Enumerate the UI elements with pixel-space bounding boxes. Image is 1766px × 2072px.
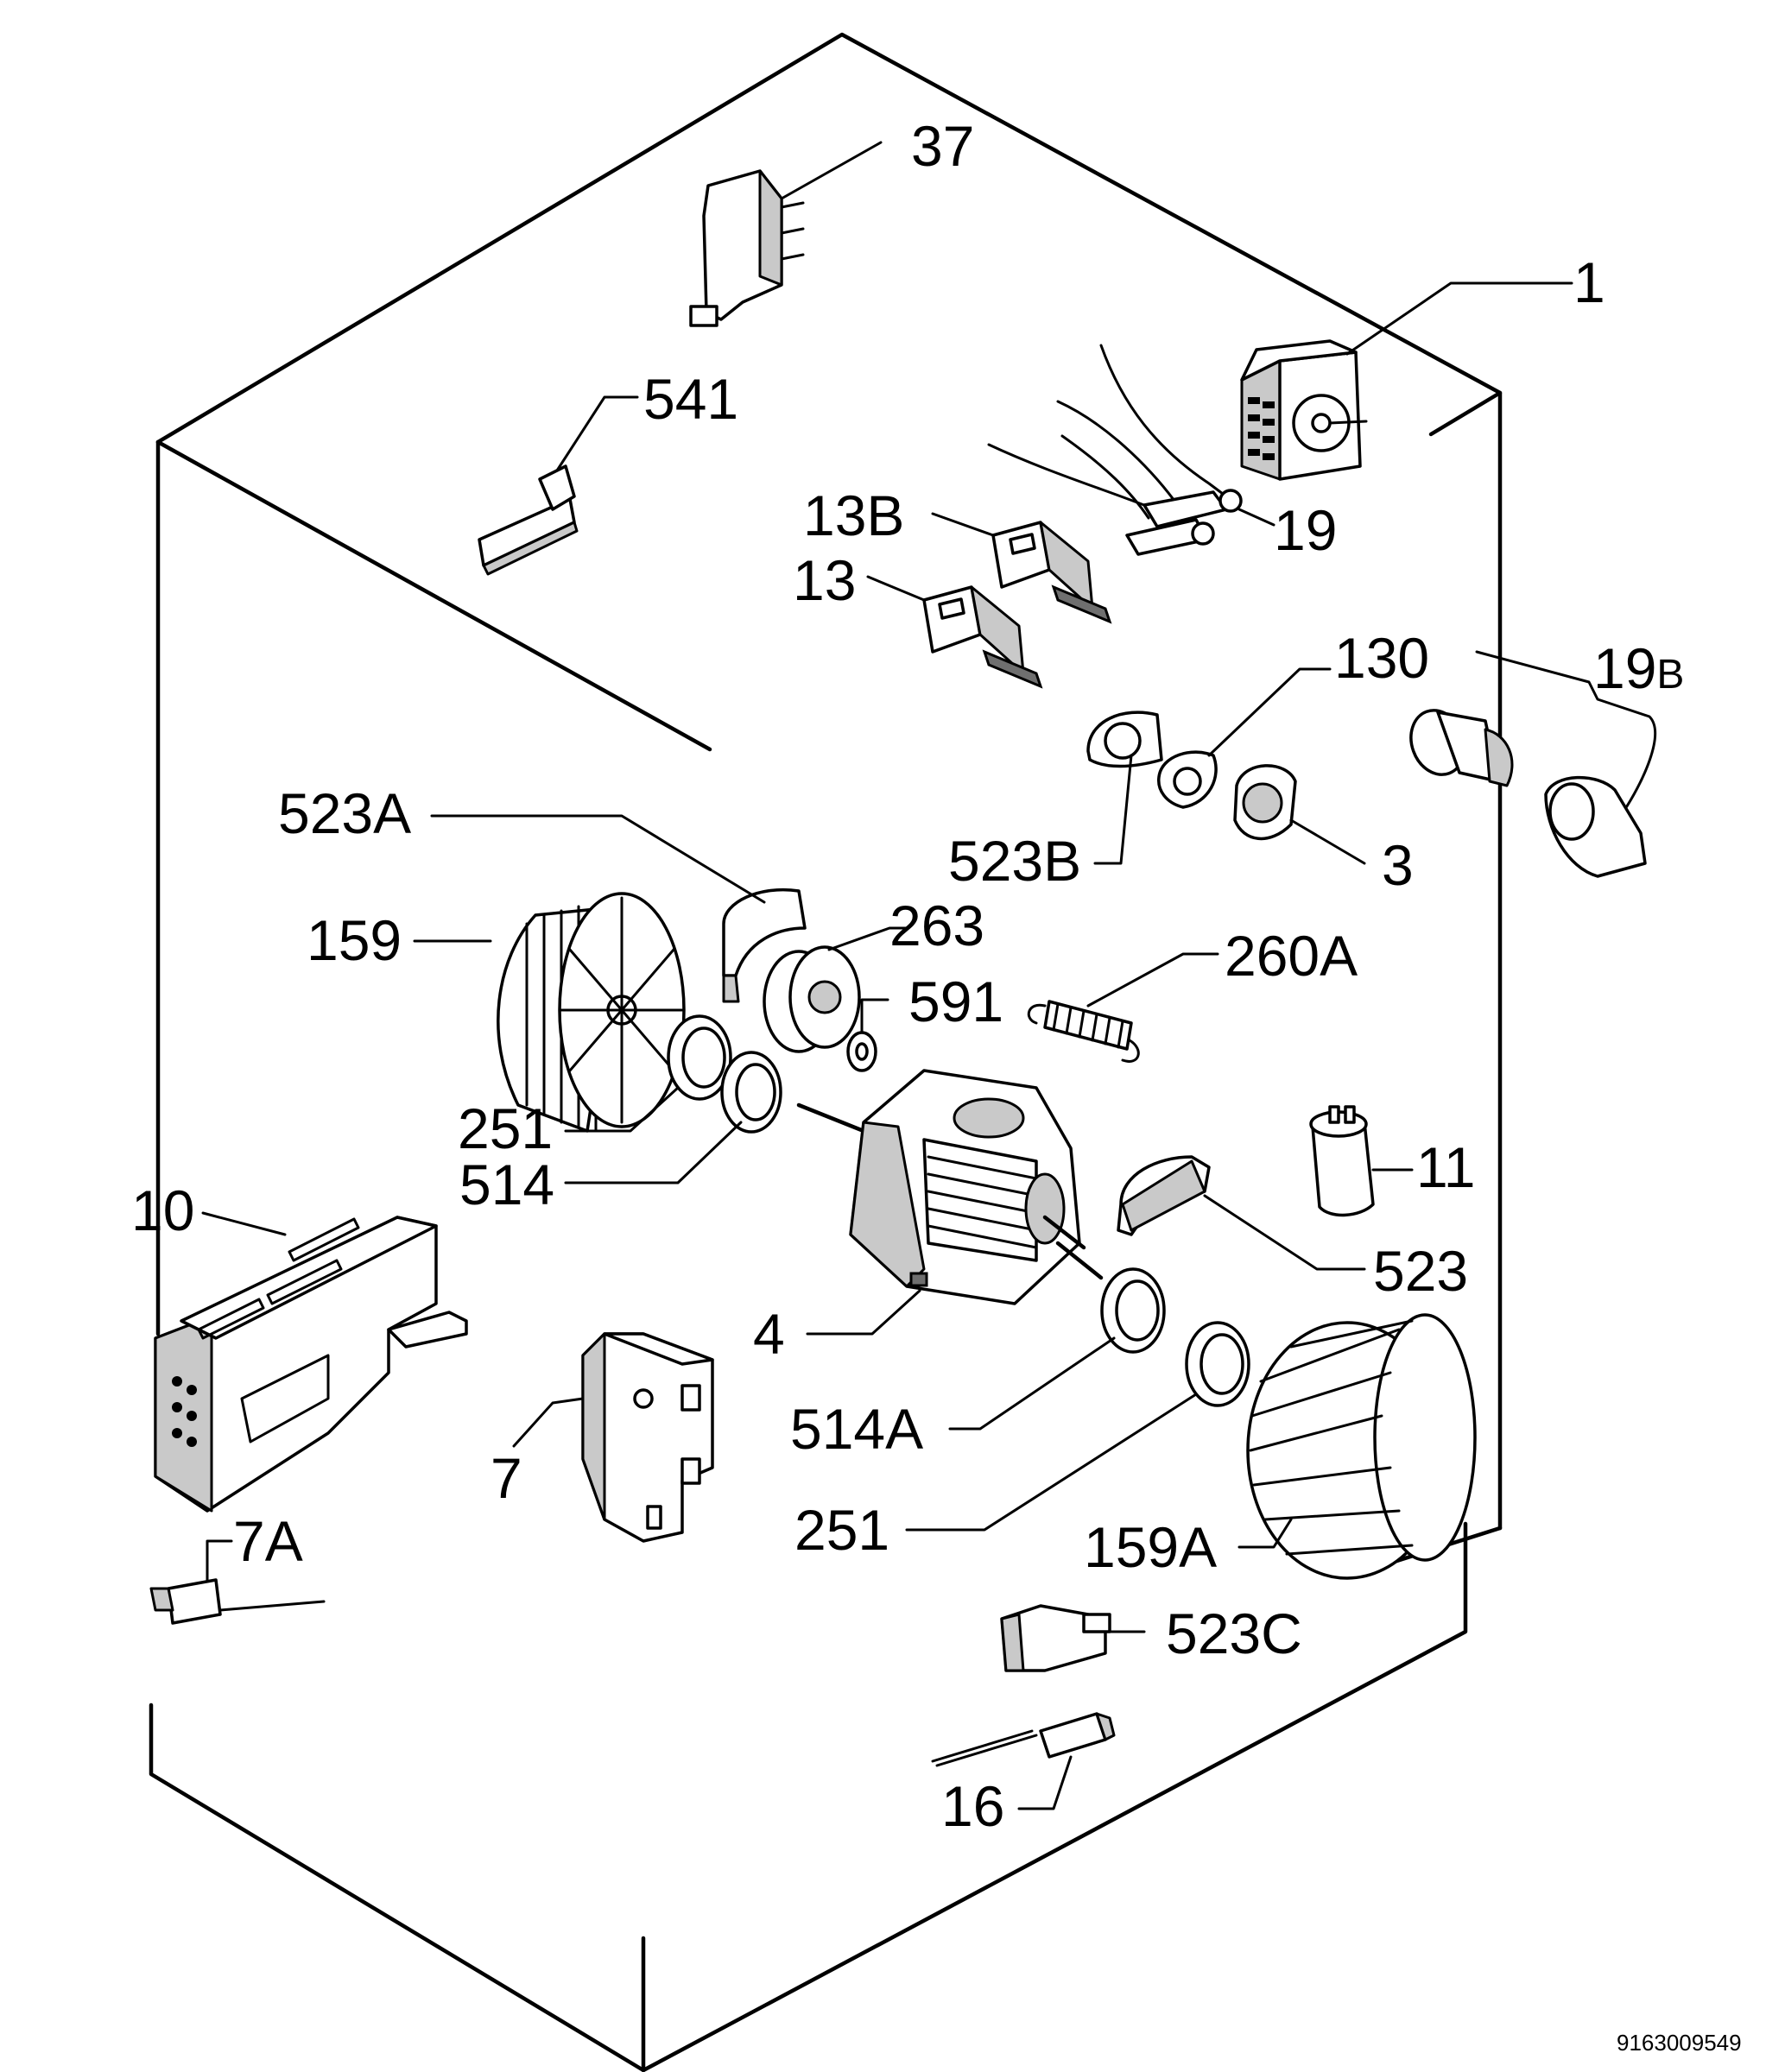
- label-523: 523: [1373, 1239, 1468, 1303]
- label-7: 7: [491, 1446, 522, 1510]
- part-11-capacitor: [1309, 1105, 1414, 1217]
- part-19-sensors: [987, 344, 1275, 556]
- part-523b-clamp: [1086, 711, 1163, 865]
- label-591: 591: [908, 970, 1003, 1033]
- label-130: 130: [1334, 626, 1429, 690]
- label-523b: 523B: [948, 829, 1081, 893]
- part-523c-bracket: [1000, 1604, 1146, 1672]
- label-523a: 523A: [278, 781, 411, 845]
- part-514a-bearing-seal: [948, 1267, 1166, 1431]
- part-251-bearing-ring-upper: [564, 1014, 732, 1133]
- label-1: 1: [1573, 250, 1605, 314]
- label-37: 37: [911, 114, 974, 178]
- label-159: 159: [307, 908, 402, 972]
- label-260a: 260A: [1225, 924, 1358, 988]
- part-159-fan-wheel: [413, 892, 686, 1133]
- cabinet-outline: [149, 32, 1503, 2072]
- label-159a: 159A: [1084, 1515, 1217, 1579]
- part-263-pulley: [763, 926, 908, 1053]
- label-514: 514: [459, 1153, 554, 1216]
- part-10-heater: [154, 1211, 468, 1513]
- part-541-bracket: [478, 395, 639, 576]
- part-523a-bearing-cap: [430, 814, 807, 1003]
- label-3: 3: [1382, 833, 1414, 897]
- label-7a: 7A: [233, 1509, 303, 1573]
- label-16: 16: [941, 1774, 1004, 1838]
- part-13-filter: [866, 575, 1043, 689]
- label-19: 19: [1274, 498, 1337, 562]
- part-251-bearing-ring-lower: [905, 1321, 1250, 1532]
- part-514-bearing-seal: [564, 1051, 782, 1184]
- part-37-cable-holder: [689, 141, 883, 327]
- label-13b: 13B: [803, 483, 904, 547]
- label-523c: 523C: [1166, 1601, 1302, 1665]
- part-591-washer: [846, 998, 889, 1072]
- part-13b-filter: [931, 512, 1112, 624]
- label-263: 263: [889, 894, 984, 957]
- part-159a-blower-wheel: [1237, 1313, 1477, 1580]
- part-19b-lamp: [1409, 650, 1657, 878]
- part-7-door-lock: [512, 1332, 714, 1543]
- part-523-bearing-cap: [1117, 1155, 1366, 1271]
- part-3-bearing-clamp: [1233, 764, 1366, 865]
- label-4: 4: [753, 1302, 785, 1366]
- label-514a: 514A: [790, 1397, 923, 1461]
- label-13: 13: [793, 548, 856, 612]
- label-11: 11: [1416, 1135, 1476, 1199]
- part-260a-spring: [1027, 952, 1219, 1063]
- label-251-upper: 251: [458, 1096, 553, 1160]
- label-251-lower: 251: [794, 1498, 889, 1562]
- part-16-switch: [931, 1712, 1116, 1810]
- label-19b: 19B: [1593, 636, 1684, 700]
- part-130-gasket: [1157, 667, 1332, 809]
- label-541: 541: [643, 367, 738, 431]
- part-labels: 37 1 541 13B 13 19 130 19B 523B 3 523A 1…: [131, 114, 1742, 2056]
- label-10: 10: [131, 1178, 194, 1242]
- document-number: 9163009549: [1617, 2030, 1742, 2056]
- part-1-timer: [1240, 281, 1573, 481]
- part-4-motor: [796, 1069, 1104, 1336]
- part-7a-microswitch: [149, 1539, 326, 1625]
